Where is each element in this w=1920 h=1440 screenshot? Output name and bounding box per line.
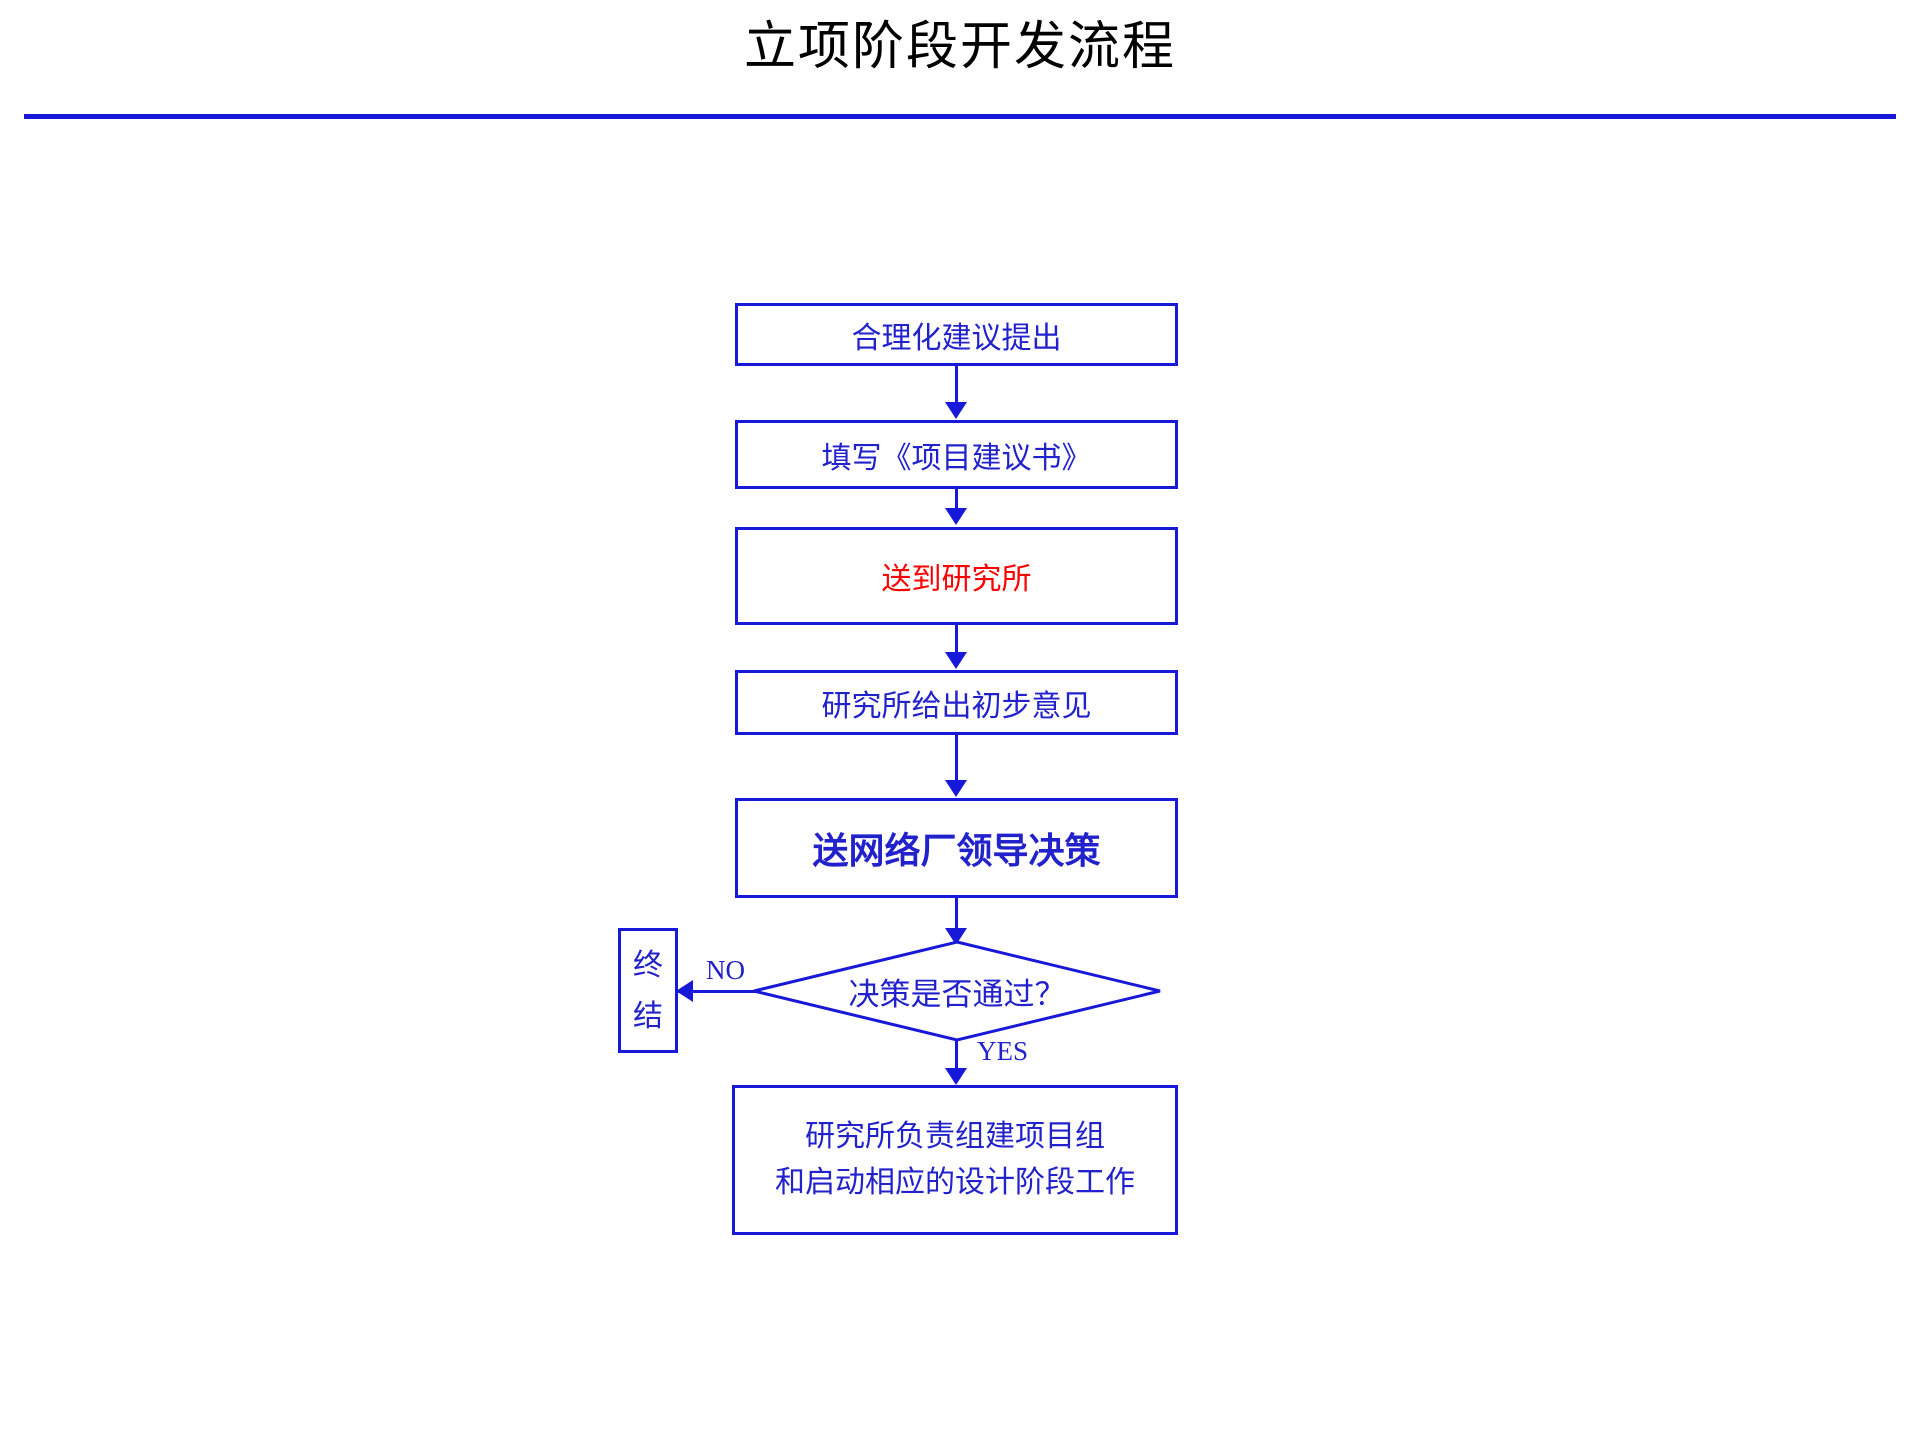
flow-node-fill-proposal-doc[interactable]: 填写《项目建议书》 — [735, 420, 1178, 489]
connector-n2-n3-line — [955, 489, 958, 510]
connector-n1-n2-line — [955, 366, 958, 404]
terminal-char-2: 结 — [633, 999, 663, 1033]
flow-node-label: 送网络厂领导决策 — [812, 831, 1101, 871]
flow-node-label: 研究所给出初步意见 — [821, 689, 1092, 723]
flow-node-send-to-institute[interactable]: 送到研究所 — [735, 527, 1178, 625]
flow-node-form-project-team[interactable]: 研究所负责组建项目组 和启动相应的设计阶段工作 — [732, 1085, 1178, 1235]
terminal-char-1: 终 — [633, 948, 663, 982]
page-title: 立项阶段开发流程 — [743, 19, 1176, 76]
connector-n4-n5-line — [955, 735, 958, 782]
connector-d1-t1-arrowhead — [676, 980, 693, 1002]
connector-d1-t1-line — [678, 990, 758, 993]
connector-n2-n3-arrowhead — [945, 508, 967, 525]
flow-node-label: 送到研究所 — [881, 563, 1032, 596]
connector-n5-d1-arrowhead — [945, 928, 967, 945]
flow-node-label: 填写《项目建议书》 — [821, 441, 1092, 475]
connector-n4-n5-arrowhead — [945, 780, 967, 797]
connector-n5-d1-line — [955, 898, 958, 931]
flow-node-decision-approved[interactable]: 决策是否通过？ — [752, 940, 1162, 1042]
flow-node-institute-initial-opinion[interactable]: 研究所给出初步意见 — [735, 670, 1178, 735]
flow-node-label: 合理化建议提出 — [851, 321, 1062, 355]
flow-node-terminate[interactable]: 终 结 — [618, 928, 678, 1053]
connector-d1-n6-line — [955, 1040, 958, 1072]
flow-node-label: 决策是否通过？ — [848, 976, 1066, 1012]
connector-n3-n4-line — [955, 625, 958, 654]
flow-node-send-to-factory-leadership[interactable]: 送网络厂领导决策 — [735, 798, 1178, 898]
flow-node-proposal-submit[interactable]: 合理化建议提出 — [735, 303, 1178, 366]
title-divider — [24, 114, 1896, 119]
connector-n1-n2-arrowhead — [945, 402, 967, 419]
edge-label-yes: YES — [977, 1036, 1029, 1066]
connector-d1-n6-arrowhead — [945, 1068, 967, 1085]
flow-node-label-line2: 和启动相应的设计阶段工作 — [775, 1166, 1135, 1199]
edge-label-no: NO — [706, 955, 745, 985]
connector-n3-n4-arrowhead — [945, 652, 967, 669]
flow-node-label-line1: 研究所负责组建项目组 — [805, 1119, 1105, 1153]
